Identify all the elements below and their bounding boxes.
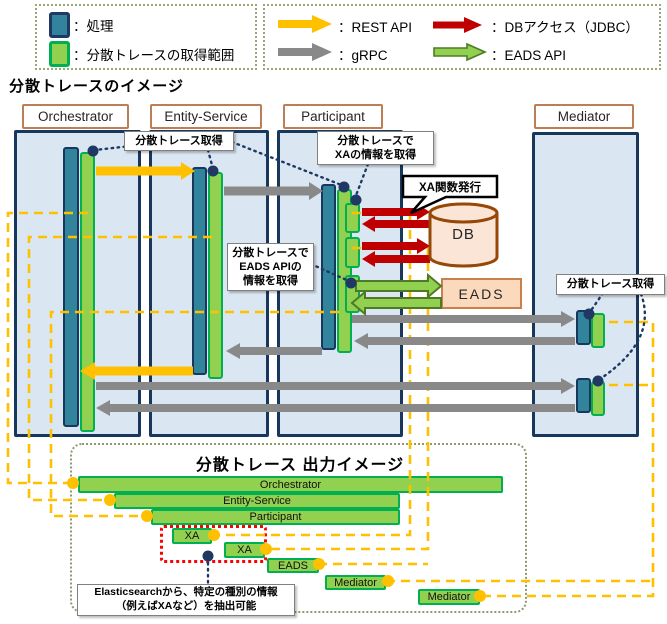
orchestrator-trace-bar bbox=[80, 152, 95, 432]
xa-callout-bubble bbox=[401, 174, 499, 215]
output-bar-participant: Participant bbox=[151, 509, 400, 525]
header-participant: Participant bbox=[283, 104, 383, 129]
main-title: 分散トレースのイメージ bbox=[9, 78, 184, 95]
jdbc-arrow-icon bbox=[433, 17, 482, 33]
mediator-process-bar-2 bbox=[576, 378, 591, 413]
orchestrator-process-bar bbox=[63, 147, 79, 427]
output-span-dots bbox=[67, 477, 486, 602]
output-bar-entity-service: Entity-Service bbox=[114, 493, 400, 509]
label-trace-xa: 分散トレースで XAの情報を取得 bbox=[317, 131, 434, 165]
jdbc-arrows bbox=[362, 204, 430, 267]
output-bar-eads: EADS bbox=[267, 558, 319, 573]
xa-callout-label: XA関数発行 bbox=[419, 181, 481, 194]
header-orchestrator: Orchestrator bbox=[22, 104, 129, 129]
participant-process-bar bbox=[321, 184, 336, 350]
label-trace-get-mediator: 分散トレース取得 bbox=[556, 274, 665, 295]
eads-api-arrow-icon bbox=[433, 42, 487, 62]
eads-api-arrows bbox=[350, 272, 443, 317]
header-entity-service: Entity-Service bbox=[150, 104, 262, 129]
dash-participant bbox=[49, 310, 339, 518]
label-trace-get-1: 分散トレース取得 bbox=[124, 131, 234, 151]
label-trace-eads: 分散トレースで EADS APIの 情報を取得 bbox=[227, 243, 314, 291]
legend-grpc-label: ：gRPC bbox=[338, 48, 388, 63]
legend-process-label: ：処理 bbox=[73, 19, 114, 34]
grpc-arrow-icon bbox=[278, 43, 332, 61]
grpc-arrows bbox=[96, 182, 575, 416]
elasticsearch-note: Elasticsearchから、特定の種別の情報 （例えばXAなど）を抽出可能 bbox=[77, 584, 295, 616]
mediator-trace-bar-1 bbox=[591, 313, 605, 348]
legend-trace-range-label: ：分散トレースの取得範囲 bbox=[73, 48, 235, 63]
dash-xa-1 bbox=[212, 211, 412, 537]
dash-mediator-2 bbox=[480, 320, 655, 598]
legend-rest-label: ：REST API bbox=[338, 20, 413, 35]
legend-shapes-box: ：処理 ：分散トレースの取得範囲 bbox=[35, 4, 257, 70]
rest-api-arrow-icon bbox=[278, 15, 332, 33]
rest-api-arrows bbox=[80, 162, 195, 380]
trace-point-dots bbox=[87, 145, 604, 562]
eads-node: EADS bbox=[441, 278, 522, 309]
participant-xa-span-2 bbox=[345, 237, 360, 268]
output-title: 分散トレース 出力イメージ bbox=[195, 457, 405, 474]
db-label: DB bbox=[452, 226, 475, 243]
output-bar-mediator-2: Mediator bbox=[418, 589, 480, 605]
legend-arrows-box: ：REST API ：DBアクセス（JDBC） ：gRPC ：EADS API bbox=[263, 4, 661, 70]
dash-entity-service bbox=[27, 235, 212, 502]
process-swatch-icon bbox=[49, 12, 70, 38]
header-mediator: Mediator bbox=[534, 104, 634, 129]
legend-jdbc-label: ：DBアクセス（JDBC） bbox=[491, 20, 639, 35]
dash-orchestrator bbox=[6, 211, 88, 485]
trace-range-swatch-icon bbox=[49, 41, 70, 67]
output-bar-orchestrator: Orchestrator bbox=[78, 476, 503, 493]
db-cylinder bbox=[428, 202, 499, 268]
entity-service-process-bar bbox=[192, 167, 207, 375]
output-bar-xa-2: XA bbox=[224, 542, 265, 558]
legend-eads-label: ：EADS API bbox=[491, 48, 567, 63]
dash-xa-2 bbox=[264, 246, 430, 551]
